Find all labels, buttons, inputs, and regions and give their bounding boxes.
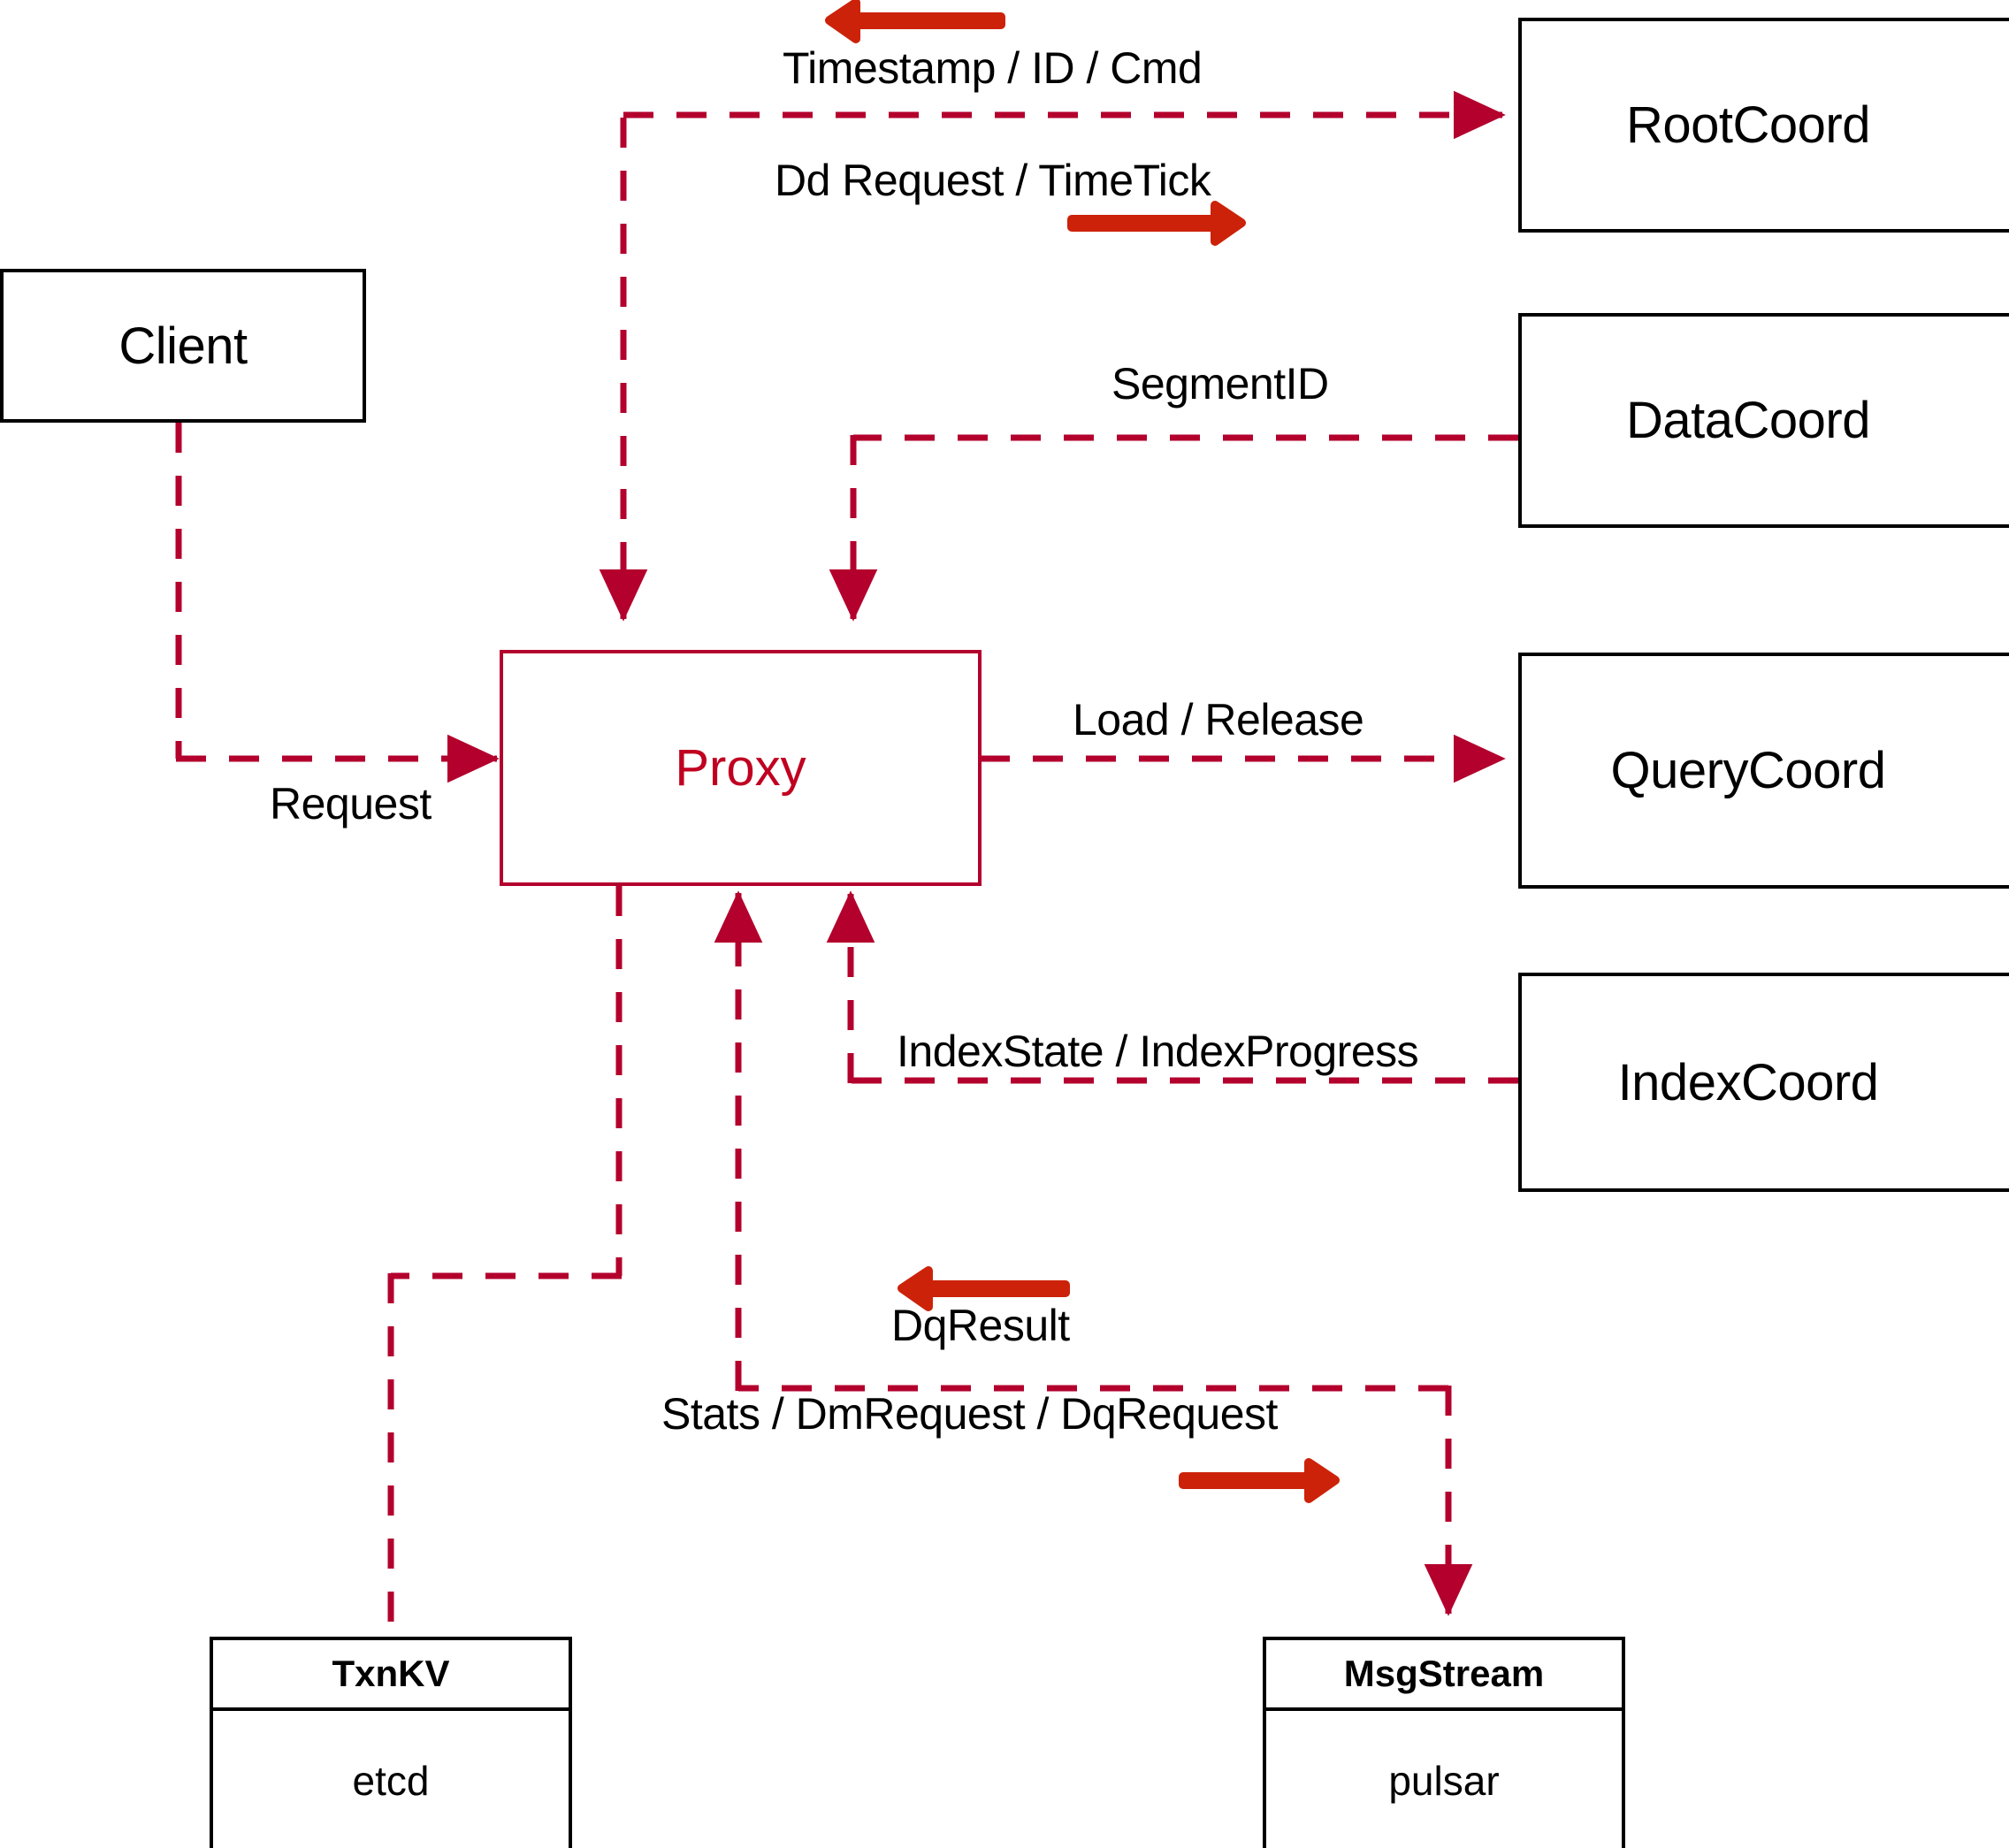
store-txnkv[interactable]: TxnKV etcd (210, 1637, 572, 1848)
node-querycoord-label: QueryCoord (1610, 742, 1886, 799)
store-txnkv-body-label: etcd (352, 1757, 430, 1804)
node-datacoord[interactable]: DataCoord (1518, 313, 2009, 528)
store-msgstream-header-label: MsgStream (1343, 1653, 1545, 1694)
edge-client-to-proxy (175, 423, 500, 783)
edge-proxy-to-rootcoord (599, 90, 1506, 622)
edge-label-timestamp-id-cmd: Timestamp / ID / Cmd (783, 43, 1203, 93)
direction-arrow-timestamp-id-cmd (825, 0, 1005, 43)
node-client-label: Client (118, 317, 248, 375)
edge-label-indexstate-progress: IndexState / IndexProgress (897, 1027, 1419, 1076)
store-msgstream[interactable]: MsgStream pulsar (1263, 1637, 1625, 1848)
direction-arrow-stats-dm-dq-request (1179, 1458, 1340, 1503)
node-proxy-label: Proxy (675, 739, 806, 797)
store-msgstream-body: pulsar (1266, 1711, 1622, 1848)
edge-datacoord-to-proxy (829, 434, 1518, 622)
edge-label-load-release: Load / Release (1073, 695, 1364, 745)
edge-proxy-to-txnkv (387, 886, 623, 1637)
edge-label-request: Request (270, 779, 432, 829)
store-msgstream-header: MsgStream (1266, 1640, 1622, 1711)
node-indexcoord[interactable]: IndexCoord (1518, 973, 2009, 1192)
direction-arrow-dqresult (898, 1266, 1070, 1311)
node-rootcoord[interactable]: RootCoord (1518, 18, 2009, 233)
store-txnkv-header: TxnKV (213, 1640, 569, 1711)
direction-arrow-dd-request-timetick (1067, 201, 1246, 246)
node-proxy[interactable]: Proxy (500, 650, 982, 886)
store-txnkv-body: etcd (213, 1711, 569, 1848)
edge-label-stats-dm-dq-request: Stats / DmRequest / DqRequest (661, 1389, 1278, 1439)
store-txnkv-header-label: TxnKV (332, 1653, 450, 1694)
edge-msgstream-to-proxy (714, 890, 1448, 1392)
store-msgstream-body-label: pulsar (1388, 1757, 1500, 1804)
edge-indexcoord-to-proxy (826, 890, 1518, 1084)
node-client[interactable]: Client (0, 269, 366, 423)
edge-label-dd-request-timetick: Dd Request / TimeTick (775, 156, 1211, 205)
node-indexcoord-label: IndexCoord (1617, 1053, 1879, 1111)
edge-label-segmentid: SegmentID (1111, 359, 1329, 409)
edge-label-dqresult: DqResult (891, 1301, 1070, 1350)
node-datacoord-label: DataCoord (1626, 392, 1870, 449)
node-querycoord[interactable]: QueryCoord (1518, 653, 2009, 889)
node-rootcoord-label: RootCoord (1626, 96, 1870, 154)
